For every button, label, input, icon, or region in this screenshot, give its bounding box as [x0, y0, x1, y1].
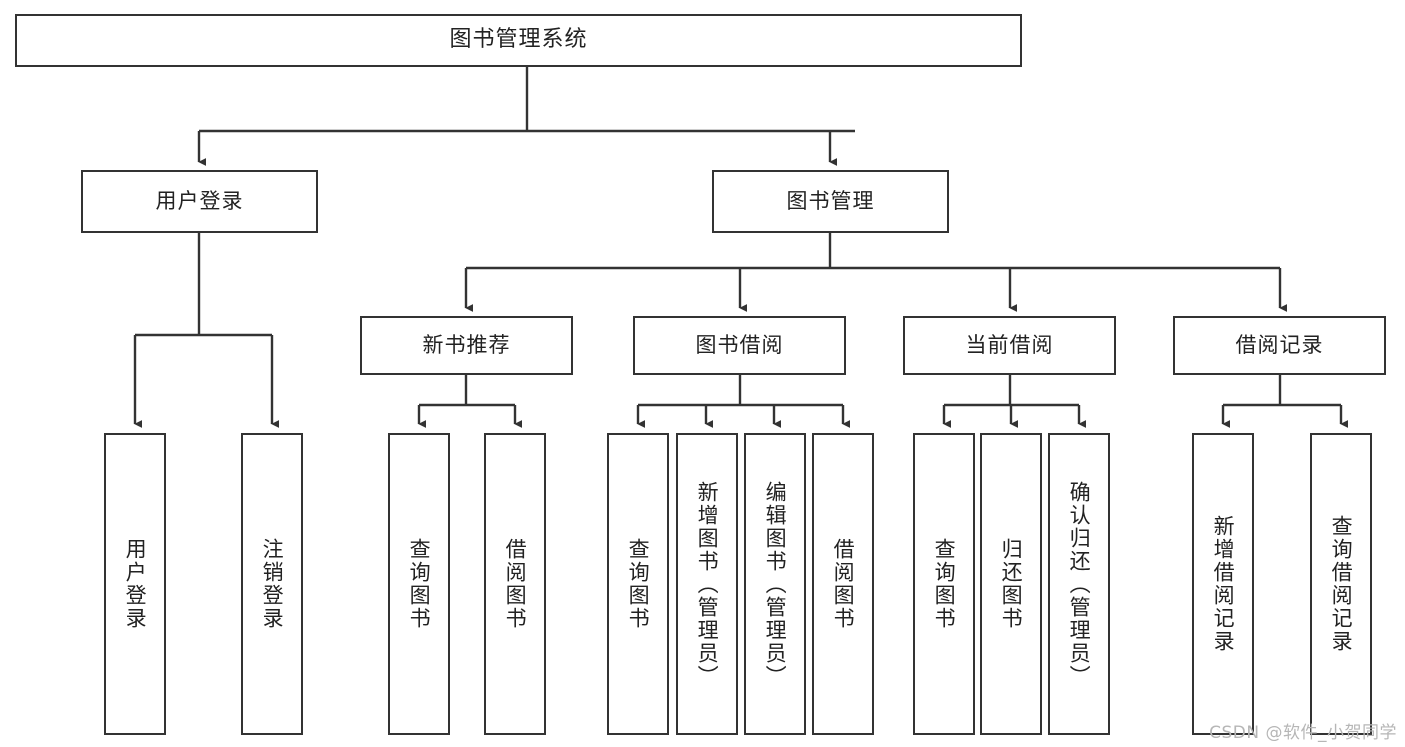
- leaf-query-book-borrow[interactable]: 查询图书: [607, 433, 669, 735]
- node-user-login[interactable]: 用户登录: [81, 170, 318, 233]
- node-label: 新书推荐: [422, 332, 511, 357]
- node-label: 图书借阅: [695, 332, 784, 357]
- leaf-query-book-current[interactable]: 查询图书: [913, 433, 975, 735]
- node-label: 归还图书: [999, 538, 1024, 630]
- node-label: 查询图书: [626, 538, 651, 630]
- watermark-text: CSDN @软件_小贺同学: [1209, 723, 1397, 743]
- node-label: 借阅图书: [831, 538, 856, 630]
- node-label: 当前借阅: [965, 332, 1054, 357]
- node-label: 新增图书（管理员）: [695, 480, 720, 688]
- node-label: 用户登录: [155, 188, 244, 213]
- node-label: 确认归还（管理员）: [1067, 480, 1092, 688]
- node-label: 查询借阅记录: [1329, 515, 1354, 653]
- node-new-book-recommend[interactable]: 新书推荐: [360, 316, 573, 375]
- node-label: 图书管理: [786, 188, 875, 213]
- leaf-confirm-return-admin[interactable]: 确认归还（管理员）: [1048, 433, 1110, 735]
- node-book-borrow[interactable]: 图书借阅: [633, 316, 846, 375]
- node-book-management[interactable]: 图书管理: [712, 170, 949, 233]
- leaf-borrow-book-recommend[interactable]: 借阅图书: [484, 433, 546, 735]
- leaf-add-book-admin[interactable]: 新增图书（管理员）: [676, 433, 738, 735]
- node-label: 图书管理系统: [449, 27, 588, 53]
- node-root-book-management-system[interactable]: 图书管理系统: [15, 14, 1022, 67]
- node-label: 编辑图书（管理员）: [763, 480, 788, 688]
- node-label: 查询图书: [407, 538, 432, 630]
- leaf-query-book-recommend[interactable]: 查询图书: [388, 433, 450, 735]
- leaf-borrow-book[interactable]: 借阅图书: [812, 433, 874, 735]
- node-label: 借阅图书: [503, 538, 528, 630]
- node-current-borrow[interactable]: 当前借阅: [903, 316, 1116, 375]
- node-label: 注销登录: [260, 538, 285, 630]
- leaf-return-book[interactable]: 归还图书: [980, 433, 1042, 735]
- leaf-user-login[interactable]: 用户登录: [104, 433, 166, 735]
- node-label: 新增借阅记录: [1211, 515, 1236, 653]
- leaf-add-borrow-record[interactable]: 新增借阅记录: [1192, 433, 1254, 735]
- node-label: 查询图书: [932, 538, 957, 630]
- node-label: 借阅记录: [1235, 332, 1324, 357]
- leaf-edit-book-admin[interactable]: 编辑图书（管理员）: [744, 433, 806, 735]
- node-label: 用户登录: [123, 538, 148, 630]
- leaf-query-borrow-record[interactable]: 查询借阅记录: [1310, 433, 1372, 735]
- node-borrow-record[interactable]: 借阅记录: [1173, 316, 1386, 375]
- leaf-user-logout[interactable]: 注销登录: [241, 433, 303, 735]
